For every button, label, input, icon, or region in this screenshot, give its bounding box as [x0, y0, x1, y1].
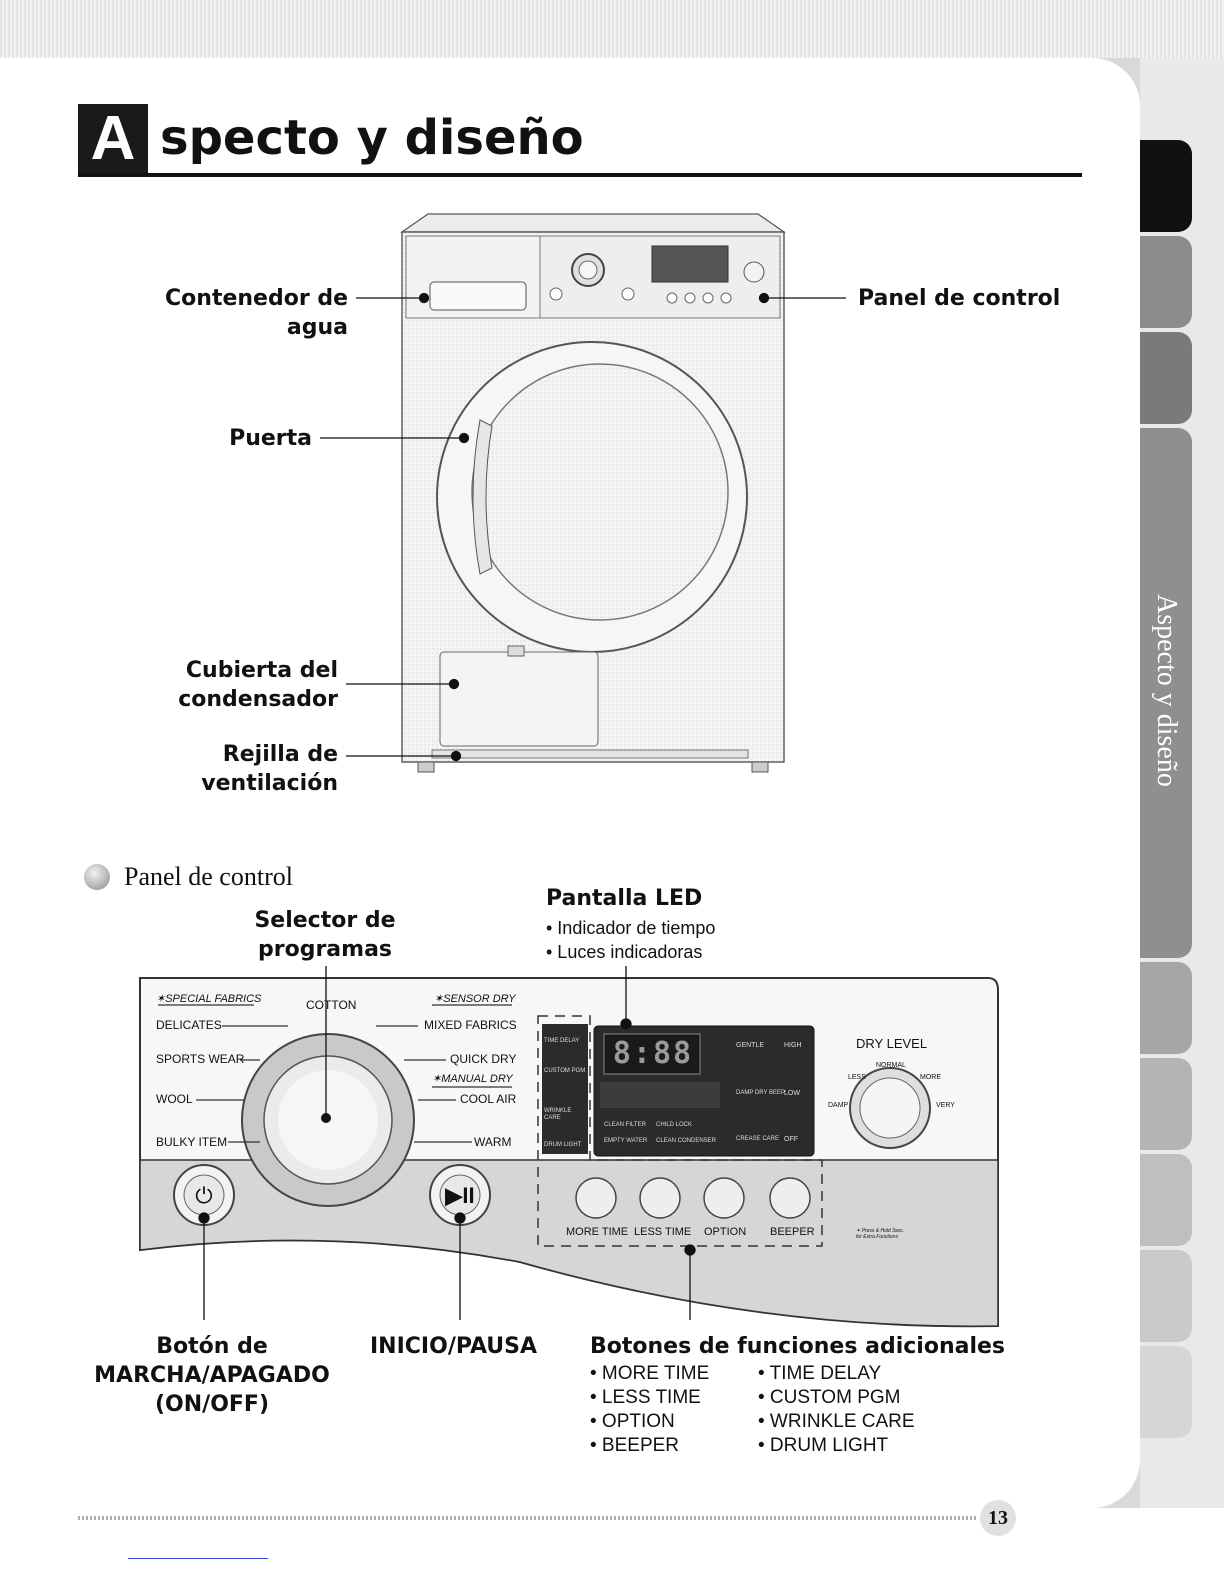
label-water-container: Contenedor de agua — [165, 286, 348, 340]
setting-off: OFF — [784, 1136, 798, 1143]
label-vent-grille: Rejilla de ventilación — [201, 742, 338, 796]
footer-dotted-rule — [78, 1516, 978, 1520]
page-title: specto y diseño — [160, 110, 584, 166]
chapter-tab-current[interactable] — [1140, 428, 1192, 958]
section-bullet-icon — [84, 864, 110, 890]
setting-damp-dry-beep: DAMP DRY BEEP — [736, 1090, 786, 1096]
side-button-strip — [542, 1024, 588, 1154]
dryer-callouts — [320, 292, 846, 762]
power-button: ⏻ — [173, 1164, 235, 1226]
led-digits: 8:88 — [612, 1036, 694, 1071]
panel-program-bulky-item: BULKY ITEM — [156, 1135, 228, 1149]
dry-level-very: VERY — [936, 1102, 955, 1109]
title-initial: A — [78, 104, 148, 174]
label-program-selector: Selector de programas — [254, 908, 396, 962]
dry-level-more: MORE — [920, 1074, 941, 1081]
extra-item-drum-light: • DRUM LIGHT — [758, 1435, 889, 1456]
svg-text:⏻: ⏻ — [195, 1183, 212, 1208]
panel-program-delicates: DELICATES — [156, 1018, 222, 1032]
side-button-custom-pgm[interactable]: CUSTOM PGM — [544, 1068, 586, 1074]
side-button-drum-light[interactable]: DRUM LIGHT — [544, 1142, 582, 1148]
setting-low: LOW — [784, 1090, 800, 1097]
program-dial — [241, 1033, 415, 1207]
chapter-tab-8[interactable] — [1140, 1250, 1192, 1342]
chapter-tab-6[interactable] — [1140, 1058, 1192, 1150]
function-label-more-time: MORE TIME — [566, 1226, 629, 1238]
led-item-lights: • Luces indicadoras — [546, 942, 703, 962]
dry-level-normal: NORMAL — [876, 1062, 906, 1069]
dry-level-less: LESS — [848, 1074, 866, 1081]
setting-gentle: GENTLE — [736, 1042, 765, 1049]
panel-special-fabrics: ✶SPECIAL FABRICS — [156, 993, 262, 1005]
extra-item-beeper: • BEEPER — [590, 1435, 680, 1456]
chapter-tab-9[interactable] — [1140, 1346, 1192, 1438]
svg-text:▶II: ▶II — [444, 1183, 474, 1208]
panel-callouts — [198, 966, 696, 1320]
dryer-body — [400, 213, 786, 773]
footer-link-underline — [128, 1558, 268, 1559]
indicator-empty-water: EMPTY WATER — [604, 1138, 648, 1144]
panel-program-wool: WOOL — [156, 1092, 193, 1106]
dry-level-damp: DAMP — [828, 1102, 849, 1109]
setting-crease-care: CREASE CARE — [736, 1136, 780, 1142]
panel-leader-lines — [158, 1004, 512, 1143]
dry-level-knob — [849, 1067, 931, 1149]
label-door: Puerta — [229, 426, 312, 451]
extra-item-option: • OPTION — [590, 1411, 675, 1432]
panel-program-quick-dry: QUICK DRY — [450, 1052, 517, 1066]
indicator-clean-condenser: CLEAN CONDENSER — [656, 1138, 717, 1144]
led-display-panel — [593, 1025, 815, 1157]
section-heading: Panel de control — [84, 862, 293, 892]
title-underline — [78, 173, 1082, 177]
label-control-panel: Panel de control — [858, 286, 1061, 311]
panel-cotton: COTTON — [306, 998, 357, 1012]
panel-program-mixed-fabrics: MIXED FABRICS — [424, 1018, 517, 1032]
extra-item-more-time: • MORE TIME — [590, 1363, 710, 1384]
extra-item-custom-pgm: • CUSTOM PGM — [758, 1387, 901, 1408]
label-led-display: Pantalla LED — [546, 886, 703, 911]
extra-item-wrinkle-care: • WRINKLE CARE — [758, 1411, 915, 1432]
extra-item-time-delay: • TIME DELAY — [758, 1363, 882, 1384]
indicator-child-lock: CHILD LOCK — [656, 1122, 693, 1128]
setting-high: HIGH — [784, 1042, 802, 1049]
label-extra-functions: Botones de funciones adicionales — [590, 1334, 1006, 1359]
start-pause-button: ▶II — [429, 1164, 491, 1226]
function-buttons — [575, 1177, 811, 1219]
side-button-wrinkle-care[interactable]: WRINKLE CARE — [544, 1108, 572, 1121]
label-start-pause: INICIO/PAUSA — [370, 1334, 538, 1359]
chapter-tab-7[interactable] — [1140, 1154, 1192, 1246]
side-tab-label: Aspecto y diseño — [1151, 593, 1182, 787]
section-heading-text: Panel de control — [124, 862, 293, 891]
chapter-tab-2[interactable] — [1140, 236, 1192, 328]
panel-program-warm: WARM — [474, 1135, 512, 1149]
function-label-less-time: LESS TIME — [634, 1226, 692, 1238]
top-band — [0, 0, 1224, 58]
panel-manual-dry: ✶MANUAL DRY — [432, 1073, 513, 1085]
chapter-tab-5[interactable] — [1140, 962, 1192, 1054]
label-condenser-cover: Cubierta del condensador — [178, 658, 338, 712]
panel-program-cool-air: COOL AIR — [460, 1092, 517, 1106]
bottom-band — [0, 1508, 1224, 1584]
page-number: 13 — [980, 1500, 1016, 1536]
function-label-option: OPTION — [704, 1226, 747, 1238]
chapter-tab-3[interactable] — [1140, 332, 1192, 424]
chapter-tab-1[interactable] — [1140, 140, 1192, 232]
dashed-function-box — [537, 1015, 823, 1247]
dry-level-title: DRY LEVEL — [856, 1036, 928, 1051]
panel-sensor-dry: ✶SENSOR DRY — [434, 993, 516, 1005]
panel-program-sports-wear: SPORTS WEAR — [156, 1052, 245, 1066]
indicator-clean-filter: CLEAN FILTER — [604, 1122, 646, 1128]
function-label-beeper: BEEPER — [770, 1226, 815, 1238]
extra-item-less-time: • LESS TIME — [590, 1387, 701, 1408]
side-button-time-delay[interactable]: TIME DELAY — [544, 1038, 580, 1044]
label-power-button: Botón de MARCHA/APAGADO (ON/OFF) — [94, 1334, 330, 1417]
hold-note: ✶ Press & Hold 3sec. for Extra Functions — [856, 1228, 905, 1240]
led-item-time: • Indicador de tiempo — [546, 918, 716, 938]
